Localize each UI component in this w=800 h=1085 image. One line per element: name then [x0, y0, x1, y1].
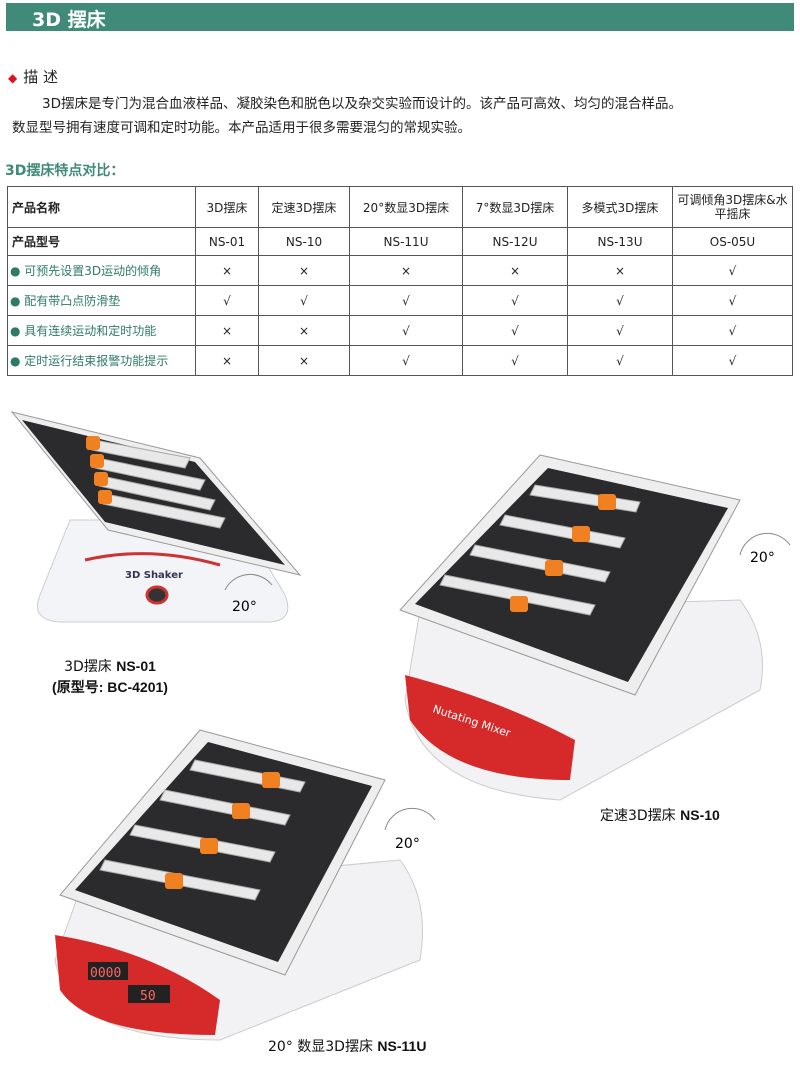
product-model: NS-01	[195, 227, 259, 256]
diamond-icon: ◆	[8, 71, 18, 85]
feature-value: ×	[195, 345, 259, 376]
comparison-title: 3D摆床特点对比：	[5, 163, 125, 179]
angle-label: 20°	[232, 599, 257, 615]
feature-value: √	[567, 285, 673, 316]
feature-value: ×	[258, 345, 350, 376]
display-left: 0000	[90, 966, 121, 981]
feature-value: √	[672, 345, 793, 376]
caption-model: NS-01	[116, 658, 156, 674]
page-title: 3D 摆床	[32, 9, 106, 31]
description-paragraph: 数显型号拥有速度可调和定时功能。本产品适用于很多需要混匀的常规实验。	[12, 120, 471, 136]
ns-01-caption: 3D摆床 NS-01 (原型号: BC-4201)	[30, 656, 190, 698]
feature-value: ×	[258, 315, 350, 346]
table-row: ● 可预先设置3D运动的倾角×××××√	[7, 255, 793, 286]
table-row: 产品型号 NS-01 NS-10 NS-11U NS-12U NS-13U OS…	[7, 227, 793, 256]
device-label: 3D Shaker	[125, 570, 183, 581]
feature-label: ● 定时运行结束报警功能提示	[7, 345, 196, 376]
feature-value: ×	[567, 255, 673, 286]
description-paragraph: 3D摆床是专门为混合血液样品、凝胶染色和脱色以及杂交实验而设计的。该产品可高效、…	[42, 96, 682, 112]
ns-11u-image: 0000 50 20°	[54, 729, 436, 1041]
description-heading: ◆ 描 述	[8, 66, 58, 87]
product-name: 可调倾角3D摆床&水平摇床	[672, 186, 793, 228]
table-row: ● 定时运行结束报警功能提示××√√√√	[7, 345, 793, 376]
caption-model: NS-10	[680, 807, 720, 823]
product-model: NS-11U	[349, 227, 463, 256]
ns-11u-caption: 20° 数显3D摆床 NS-11U	[268, 1036, 426, 1057]
caption-note: (原型号:	[52, 679, 108, 695]
feature-value: √	[349, 345, 463, 376]
caption-note-model: BC-4201)	[107, 679, 168, 695]
angle-label: 20°	[395, 836, 420, 852]
comparison-table: 产品名称 3D摆床 定速3D摆床 20°数显3D摆床 7°数显3D摆床 多模式3…	[7, 186, 793, 376]
ns-10-caption: 定速3D摆床 NS-10	[600, 805, 720, 826]
feature-value: √	[349, 315, 463, 346]
feature-value: ×	[462, 255, 568, 286]
display-right: 50	[140, 989, 156, 1004]
feature-label: ● 配有带凸点防滑垫	[7, 285, 196, 316]
product-name: 7°数显3D摆床	[462, 186, 568, 228]
feature-label: ● 具有连续运动和定时功能	[7, 315, 196, 346]
ns-10-image: Nutating Mixer 20°	[399, 454, 791, 801]
ns-01-image: 3D Shaker 20°	[10, 411, 302, 623]
product-name: 多模式3D摆床	[567, 186, 673, 228]
caption-model: NS-11U	[377, 1038, 427, 1054]
caption-name: 3D摆床	[64, 659, 112, 675]
description-heading-text: 描 述	[23, 68, 59, 86]
caption-name: 20° 数显3D摆床	[268, 1039, 373, 1055]
table-row: ● 具有连续运动和定时功能××√√√√	[7, 315, 793, 346]
description-text: 3D摆床是专门为混合血液样品、凝胶染色和脱色以及杂交实验而设计的。该产品可高效、…	[12, 92, 798, 140]
product-model: NS-12U	[462, 227, 568, 256]
page-header: 3D 摆床	[6, 3, 794, 31]
feature-value: √	[462, 345, 568, 376]
feature-value: √	[672, 255, 793, 286]
product-model: NS-13U	[567, 227, 673, 256]
angle-label: 20°	[750, 550, 775, 566]
feature-value: √	[462, 285, 568, 316]
caption-name: 定速3D摆床	[600, 808, 676, 824]
feature-value: √	[258, 285, 350, 316]
